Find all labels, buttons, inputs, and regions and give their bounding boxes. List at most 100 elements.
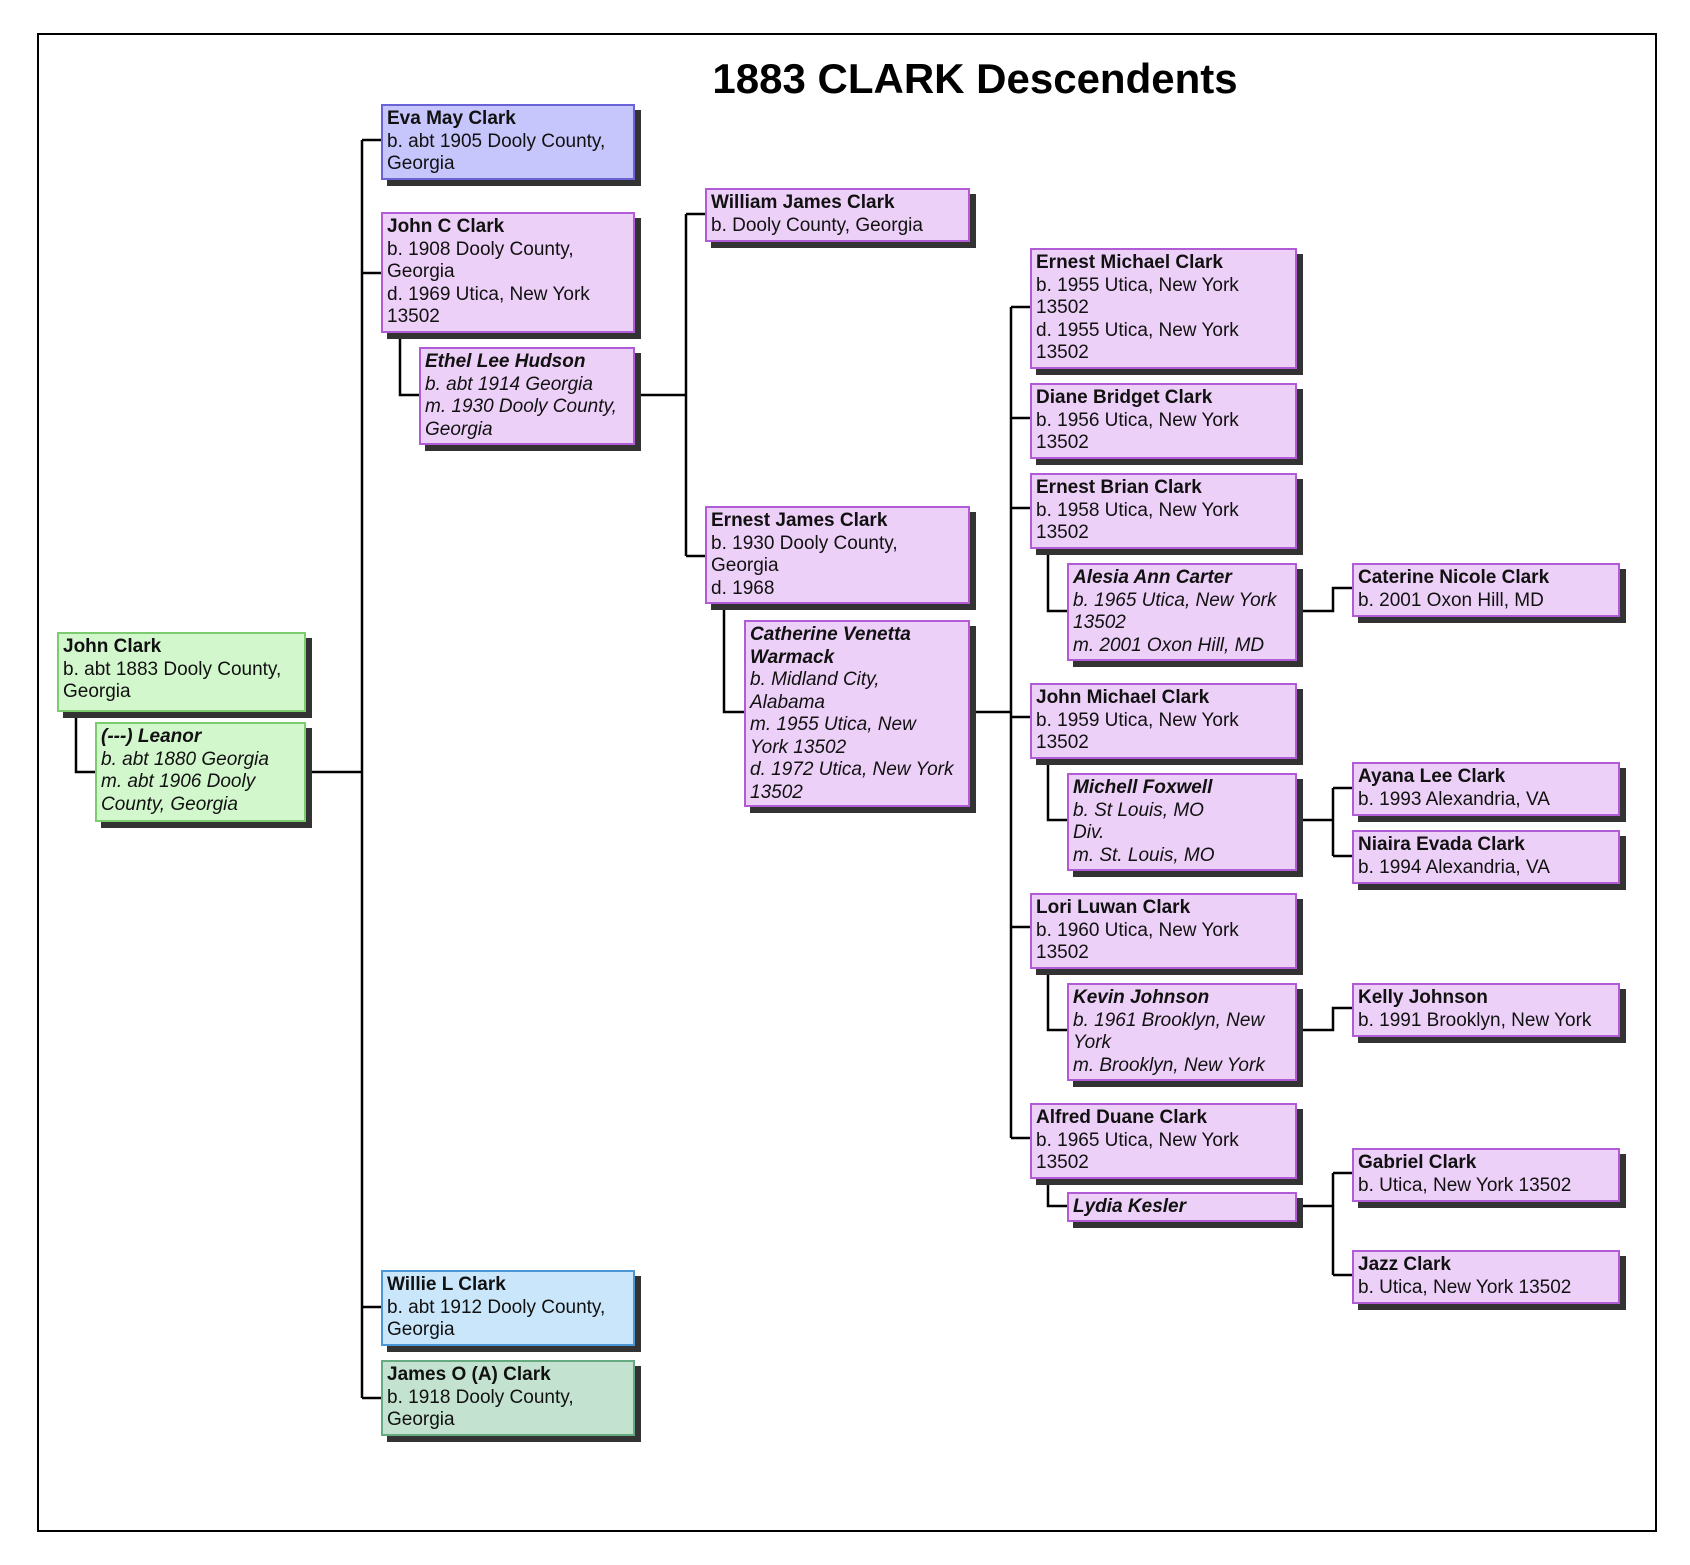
person-detail: Georgia [63, 681, 131, 702]
person-detail: b. 1965 Utica, New York [1073, 589, 1277, 611]
person-detail: m. St. Louis, MO [1073, 844, 1215, 866]
person-alesia-ann-carter[interactable]: Alesia Ann Carter b. 1965 Utica, New Yor… [1067, 563, 1297, 661]
person-ethel-lee-hudson[interactable]: Ethel Lee Hudson b. abt 1914 Georgia m. … [419, 347, 635, 445]
person-detail: b. 1930 Dooly County, [711, 532, 898, 554]
connector-spouse-lydia [1046, 1183, 1067, 1208]
person-diane-bridget-clark[interactable]: Diane Bridget Clark b. 1956 Utica, New Y… [1030, 383, 1297, 459]
person-detail: m. 1955 Utica, New [750, 714, 916, 735]
person-detail: d. 1969 Utica, New York [387, 283, 590, 305]
person-detail: d. 1968 [711, 577, 775, 599]
person-detail: b. 2001 Oxon Hill, MD [1358, 589, 1544, 611]
person-detail: b. Utica, New York 13502 [1358, 1276, 1572, 1298]
connector-spouse-ethel [398, 333, 419, 397]
person-name: Lydia Kesler [1073, 1196, 1186, 1217]
person-detail: Georgia [711, 555, 779, 576]
connector-spouse-michell [1046, 762, 1067, 822]
person-name: Gabriel Clark [1358, 1152, 1477, 1173]
person-detail: b. 1908 Dooly County, [387, 238, 574, 260]
person-detail: Georgia [387, 153, 455, 174]
person-john-clark[interactable]: John Clark b. abt 1883 Dooly County, Geo… [57, 632, 306, 712]
person-lydia-kesler[interactable]: Lydia Kesler [1067, 1192, 1297, 1222]
person-detail: 13502 [1036, 432, 1089, 453]
person-detail: b. abt 1880 Georgia [101, 748, 269, 770]
person-detail: d. 1955 Utica, New York [1036, 319, 1239, 341]
person-detail: b. abt 1883 Dooly County, [63, 658, 282, 680]
person-detail: Alabama [750, 691, 825, 713]
person-willie-l-clark[interactable]: Willie L Clark b. abt 1912 Dooly County,… [381, 1270, 635, 1346]
person-detail: 13502 [750, 781, 803, 803]
person-gabriel-clark[interactable]: Gabriel Clark b. Utica, New York 13502 [1352, 1148, 1620, 1202]
person-detail: m. 1930 Dooly County, [425, 396, 617, 417]
person-detail: 13502 [1073, 612, 1126, 633]
person-name: Catherine Venetta [750, 624, 911, 645]
person-name: Eva May Clark [387, 108, 516, 129]
connector-spouse-alesia [1046, 553, 1067, 613]
person-detail: b. St Louis, MO [1073, 799, 1204, 821]
person-detail: 13502 [387, 306, 440, 327]
person-detail: Georgia [387, 1409, 455, 1430]
person-detail: b. abt 1912 Dooly County, [387, 1296, 606, 1318]
person-ernest-james-clark[interactable]: Ernest James Clark b. 1930 Dooly County,… [705, 506, 970, 604]
person-detail: b. Dooly County, Georgia [711, 214, 923, 236]
person-alfred-duane-clark[interactable]: Alfred Duane Clark b. 1965 Utica, New Yo… [1030, 1103, 1297, 1179]
person-detail: m. 2001 Oxon Hill, MD [1073, 634, 1265, 656]
person-name: Alfred Duane Clark [1036, 1107, 1208, 1128]
person-william-james-clark[interactable]: William James Clark b. Dooly County, Geo… [705, 188, 970, 242]
person-name: (---) Leanor [101, 726, 202, 747]
person-detail: Georgia [425, 418, 493, 440]
person-john-michael-clark[interactable]: John Michael Clark b. 1959 Utica, New Yo… [1030, 683, 1297, 759]
person-detail: b. 1918 Dooly County, [387, 1386, 574, 1408]
person-ernest-michael-clark[interactable]: Ernest Michael Clark b. 1955 Utica, New … [1030, 248, 1297, 369]
connector-alesia-children [1297, 586, 1352, 613]
person-detail: b. Utica, New York 13502 [1358, 1174, 1572, 1196]
person-detail: b. 1961 Brooklyn, New [1073, 1009, 1265, 1031]
chart-title: 1883 CLARK Descendents [712, 55, 1238, 102]
person-detail: County, Georgia [101, 793, 238, 815]
person-michell-foxwell[interactable]: Michell Foxwell b. St Louis, MO Div. m. … [1067, 773, 1297, 871]
person-detail: b. abt 1914 Georgia [425, 373, 593, 395]
person-detail: b. 1965 Utica, New York [1036, 1129, 1239, 1151]
person-name: Caterine Nicole Clark [1358, 567, 1550, 588]
person-detail: York [1073, 1032, 1112, 1053]
chart-frame [37, 33, 1657, 1532]
person-name: Ernest Brian Clark [1036, 477, 1202, 498]
person-name: Ethel Lee Hudson [425, 351, 586, 372]
person-detail: Georgia [387, 1319, 455, 1340]
person-detail: 13502 [1036, 342, 1089, 363]
person-detail: 13502 [1036, 732, 1089, 753]
person-detail: d. 1972 Utica, New York [750, 759, 954, 780]
person-catherine-venetta-warmack[interactable]: Catherine Venetta Warmack b. Midland Cit… [744, 620, 970, 807]
person-name: Ernest James Clark [711, 510, 888, 531]
person-lori-luwan-clark[interactable]: Lori Luwan Clark b. 1960 Utica, New York… [1030, 893, 1297, 969]
person-james-o-clark[interactable]: James O (A) Clark b. 1918 Dooly County, … [381, 1360, 635, 1436]
person-detail: 13502 [1036, 297, 1089, 318]
person-detail: m. Brooklyn, New York [1073, 1054, 1265, 1076]
person-detail: 13502 [1036, 522, 1089, 543]
connector-spouse-kevin [1046, 972, 1067, 1032]
person-kevin-johnson[interactable]: Kevin Johnson b. 1961 Brooklyn, New York… [1067, 983, 1297, 1081]
person-name: Willie L Clark [387, 1274, 506, 1295]
person-caterine-nicole-clark[interactable]: Caterine Nicole Clark b. 2001 Oxon Hill,… [1352, 563, 1620, 617]
person-detail: York 13502 [750, 736, 847, 758]
person-detail: b. 1994 Alexandria, VA [1358, 856, 1550, 878]
person-ernest-brian-clark[interactable]: Ernest Brian Clark b. 1958 Utica, New Yo… [1030, 473, 1297, 549]
person-detail: 13502 [1036, 942, 1089, 963]
person-kelly-johnson[interactable]: Kelly Johnson b. 1991 Brooklyn, New York [1352, 983, 1620, 1037]
person-ayana-lee-clark[interactable]: Ayana Lee Clark b. 1993 Alexandria, VA [1352, 762, 1620, 816]
person-name: Diane Bridget Clark [1036, 387, 1213, 408]
person-detail: Georgia [387, 261, 455, 282]
person-detail: b. 1991 Brooklyn, New York [1358, 1009, 1592, 1031]
person-jazz-clark[interactable]: Jazz Clark b. Utica, New York 13502 [1352, 1250, 1620, 1304]
person-detail: b. 1959 Utica, New York [1036, 709, 1239, 731]
person-detail: b. abt 1905 Dooly County, [387, 130, 606, 152]
person-niaira-evada-clark[interactable]: Niaira Evada Clark b. 1994 Alexandria, V… [1352, 830, 1620, 884]
person-detail: b. Midland City, [750, 669, 880, 690]
person-name: Alesia Ann Carter [1073, 567, 1232, 588]
person-name: Michell Foxwell [1073, 777, 1213, 798]
person-name: Ernest Michael Clark [1036, 252, 1223, 273]
person-name: Niaira Evada Clark [1358, 834, 1525, 855]
person-john-c-clark[interactable]: John C Clark b. 1908 Dooly County, Georg… [381, 212, 635, 333]
person-leanor[interactable]: (---) Leanor b. abt 1880 Georgia m. abt … [95, 722, 306, 822]
person-eva-may-clark[interactable]: Eva May Clark b. abt 1905 Dooly County, … [381, 104, 635, 180]
person-name-continued: Warmack [750, 646, 835, 668]
